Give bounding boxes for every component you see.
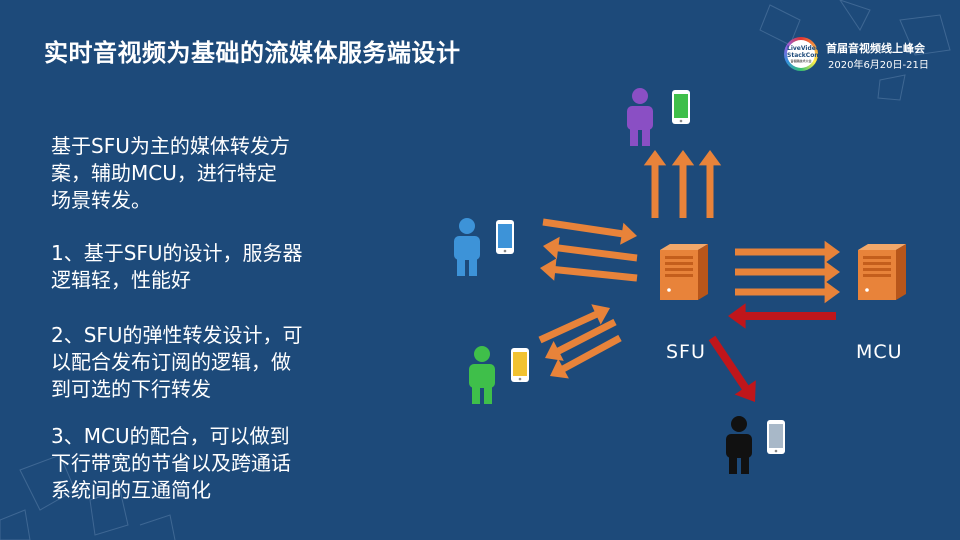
phone-button <box>503 249 507 253</box>
logo-text: LiveVideo StackCon 音视频技术大会 <box>787 40 820 68</box>
phone-icon-gray <box>767 420 785 454</box>
arrow-up <box>643 150 667 218</box>
paragraph-line: 系统间的互通简化 <box>51 478 211 502</box>
logo-line-1: LiveVideo <box>787 45 820 52</box>
arrow-from-sfu <box>540 258 638 282</box>
user-icon-black <box>726 416 752 474</box>
user-leg <box>642 126 650 146</box>
arrow-from-sfu <box>545 318 617 361</box>
user-leg <box>472 384 480 404</box>
logo-subtitle: 音视频技术大会 <box>790 59 812 63</box>
paragraph-line: 2、SFU的弹性转发设计，可 <box>51 323 303 347</box>
server-led <box>865 288 869 292</box>
user-head <box>474 346 490 362</box>
arrow-up <box>698 150 722 218</box>
paragraph-line: 下行带宽的节省以及跨通话 <box>51 451 291 475</box>
server-slot <box>665 262 693 265</box>
server-side <box>698 244 708 300</box>
arrow-downstream <box>708 335 756 402</box>
user-head <box>731 416 747 432</box>
paragraph-line: 3、MCU的配合，可以做到 <box>51 424 290 448</box>
phone-icon-blue <box>496 220 514 254</box>
user-icon-purple <box>627 88 653 146</box>
arrow-to-mcu <box>735 240 840 264</box>
user-leg <box>630 126 638 146</box>
user-leg <box>484 384 492 404</box>
server-slot <box>863 256 891 259</box>
phone-screen <box>498 224 512 248</box>
paragraph-point-2: 2、SFU的弹性转发设计，可 以配合发布订阅的逻辑，做 到可选的下行转发 <box>51 322 361 403</box>
conference-logo: LiveVideo StackCon 音视频技术大会 首届音视频线上峰会 202… <box>784 37 944 73</box>
mcu-server-icon <box>858 244 906 300</box>
server-slot <box>863 262 891 265</box>
arrow-up <box>671 150 695 218</box>
arrow-to-mcu <box>735 260 840 284</box>
paragraph-point-3: 3、MCU的配合，可以做到 下行带宽的节省以及跨通话 系统间的互通简化 <box>51 423 361 504</box>
conference-date: 2020年6月20日-21日 <box>828 60 929 71</box>
sfu-server-icon <box>660 244 708 300</box>
logo-line-2: StackCon <box>787 52 819 59</box>
server-slot <box>863 274 891 277</box>
arrow-from-sfu <box>550 334 622 379</box>
arrow-from-sfu <box>543 236 638 262</box>
conference-name: 首届音视频线上峰会 <box>826 42 925 55</box>
server-slot <box>665 274 693 277</box>
server-slot <box>665 268 693 271</box>
user-head <box>632 88 648 104</box>
user-leg <box>741 454 749 474</box>
server-top <box>660 244 708 250</box>
sfu-label: SFU <box>666 341 706 363</box>
user-head <box>459 218 475 234</box>
user-body <box>627 106 653 130</box>
user-leg <box>469 256 477 276</box>
phone-button <box>774 449 778 453</box>
paragraph-line: 以配合发布订阅的逻辑，做 <box>51 350 291 374</box>
user-icon-green <box>469 346 495 404</box>
user-leg <box>457 256 465 276</box>
phone-screen <box>674 94 688 118</box>
phone-screen <box>769 424 783 448</box>
user-icon-blue <box>454 218 480 276</box>
phone-button <box>518 377 522 381</box>
server-slot <box>863 268 891 271</box>
paragraph-line: 场景转发。 <box>51 188 151 212</box>
slide-title: 实时音视频为基础的流媒体服务端设计 <box>44 39 461 67</box>
paragraph-line: 到可选的下行转发 <box>51 377 211 401</box>
paragraph-line: 案，辅助MCU，进行特定 <box>51 161 277 185</box>
paragraph-point-1: 1、基于SFU的设计，服务器 逻辑轻，性能好 <box>51 240 361 294</box>
user-leg <box>729 454 737 474</box>
user-body <box>454 236 480 260</box>
user-body <box>726 434 752 458</box>
paragraph-line: 逻辑轻，性能好 <box>51 268 191 292</box>
phone-icon-yellow <box>511 348 529 382</box>
arrow-from-mcu <box>728 303 836 329</box>
server-top <box>858 244 906 250</box>
phone-screen <box>513 352 527 376</box>
phone-icon-green <box>672 90 690 124</box>
mcu-label: MCU <box>856 341 903 363</box>
user-body <box>469 364 495 388</box>
arrow-to-sfu <box>538 304 610 344</box>
arrow-to-sfu <box>542 218 637 245</box>
arrow-to-mcu <box>735 280 840 304</box>
server-side <box>896 244 906 300</box>
logo-circle: LiveVideo StackCon 音视频技术大会 <box>784 37 820 71</box>
paragraph-line: 1、基于SFU的设计，服务器 <box>51 241 303 265</box>
paragraph-line: 基于SFU为主的媒体转发方 <box>51 134 290 158</box>
server-slot <box>665 256 693 259</box>
phone-button <box>679 119 683 123</box>
paragraph-intro: 基于SFU为主的媒体转发方 案，辅助MCU，进行特定 场景转发。 <box>51 133 361 214</box>
server-led <box>667 288 671 292</box>
